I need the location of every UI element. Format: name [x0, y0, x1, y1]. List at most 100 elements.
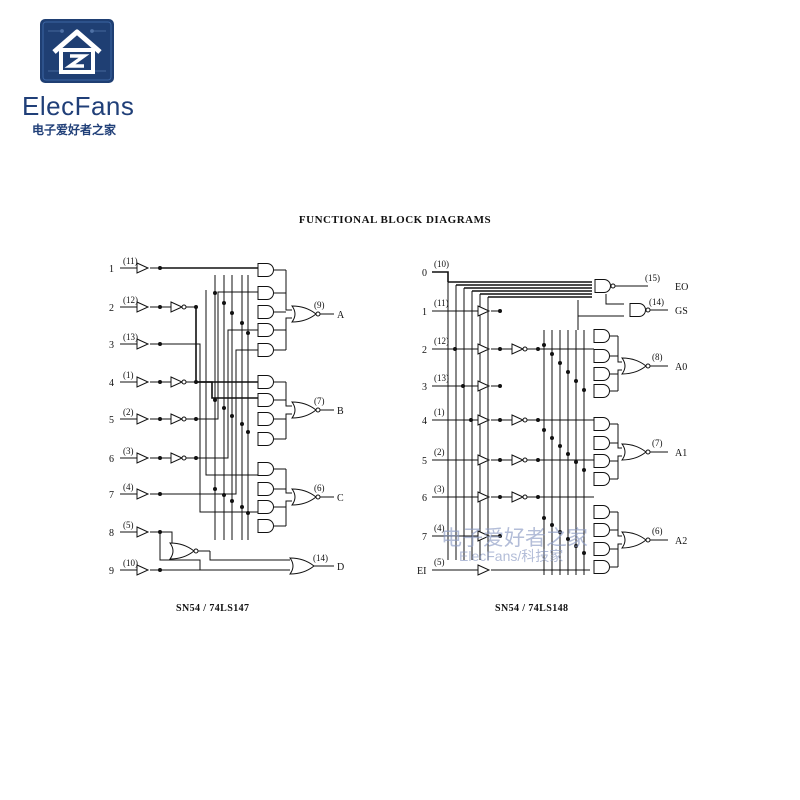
nor-gate [291, 401, 317, 419]
and-gate [257, 432, 274, 446]
junction-dot [574, 544, 578, 548]
nor-gate [169, 542, 195, 560]
junction-dot [574, 379, 578, 383]
and-gate [593, 523, 610, 537]
input-label: 4 [422, 416, 427, 427]
wire [196, 381, 258, 399]
junction-dot [246, 430, 250, 434]
and-gate [593, 542, 610, 556]
junction-dot [542, 428, 546, 432]
junction-dot [582, 551, 586, 555]
and-gate [593, 349, 610, 363]
and-gate [257, 500, 274, 514]
junction-dot [542, 516, 546, 520]
and-gate [593, 384, 610, 398]
input-label: 2 [109, 303, 114, 314]
buffer-gate [477, 491, 491, 503]
junction-dot [222, 493, 226, 497]
pin-label: (3) [434, 484, 445, 494]
junction-dot [582, 468, 586, 472]
pin-label: (2) [123, 407, 134, 417]
wire [605, 294, 624, 305]
junction-dot [550, 523, 554, 527]
junction-dot [550, 436, 554, 440]
junction-dot [558, 530, 562, 534]
junction-dot [498, 418, 502, 422]
junction-dot [230, 311, 234, 315]
inverter-bubble [522, 417, 528, 423]
buffer-gate [136, 526, 150, 538]
buffer-gate [136, 262, 150, 274]
wire [432, 271, 449, 282]
input-label: 3 [422, 382, 427, 393]
inverter-bubble [610, 283, 616, 289]
inverter-bubble [181, 304, 187, 310]
junction-dot [194, 456, 198, 460]
inverter-bubble [522, 346, 528, 352]
junction-dot [158, 417, 162, 421]
junction-dot [246, 511, 250, 515]
junction-dot [222, 406, 226, 410]
inverter-bubble [645, 363, 651, 369]
and-gate [257, 412, 274, 426]
wire [195, 307, 258, 383]
and-gate [257, 393, 274, 407]
pin-label: (13) [123, 332, 138, 342]
inverter-bubble [181, 379, 187, 385]
buffer-gate [511, 414, 525, 426]
junction-dot [213, 398, 217, 402]
wire [577, 310, 624, 317]
junction-dot [582, 388, 586, 392]
buffer-gate [136, 488, 150, 500]
buffer-gate [136, 338, 150, 350]
junction-dot [158, 305, 162, 309]
and-gate [257, 323, 274, 337]
junction-dot [558, 444, 562, 448]
wire [617, 424, 622, 449]
buffer-gate [477, 414, 491, 426]
wire [285, 270, 292, 311]
pin-label: (3) [123, 446, 134, 456]
junction-dot [498, 495, 502, 499]
junction-dot [158, 492, 162, 496]
wire [617, 369, 622, 391]
junction-dot [240, 321, 244, 325]
junction-dot [194, 417, 198, 421]
nor-gate [621, 531, 647, 549]
output-label: GS [675, 306, 688, 317]
and-gate [257, 286, 274, 300]
junction-dot [550, 352, 554, 356]
junction-dot [230, 499, 234, 503]
wire [617, 336, 622, 363]
inverter-bubble [315, 494, 321, 500]
or-gate [289, 557, 315, 575]
wire [209, 551, 290, 561]
and-gate [257, 519, 274, 533]
buffer-gate [511, 491, 525, 503]
and-gate [257, 305, 274, 319]
buffer-gate [136, 413, 150, 425]
junction-dot [461, 384, 465, 388]
junction-dot [536, 347, 540, 351]
junction-dot [158, 342, 162, 346]
wire [285, 413, 292, 439]
input-label: 8 [109, 528, 114, 539]
and-gate [257, 343, 274, 357]
pin-label: (15) [645, 273, 660, 283]
and-gate [593, 436, 610, 450]
junction-dot [158, 530, 162, 534]
watermark-line1: 电子爱好者之家 [441, 526, 588, 550]
pin-label: (1) [434, 407, 445, 417]
inverter-bubble [315, 311, 321, 317]
nor-gate [621, 443, 647, 461]
caption-74ls148: SN54 / 74LS148 [495, 603, 569, 614]
inverter-bubble [522, 494, 528, 500]
junction-dot [453, 347, 457, 351]
wire [617, 543, 622, 567]
watermark-line2: ElecFans/科技家 [459, 548, 564, 565]
junction-dot [558, 361, 562, 365]
output-label: A2 [675, 536, 687, 547]
junction-dot [230, 414, 234, 418]
buffer-gate [136, 452, 150, 464]
